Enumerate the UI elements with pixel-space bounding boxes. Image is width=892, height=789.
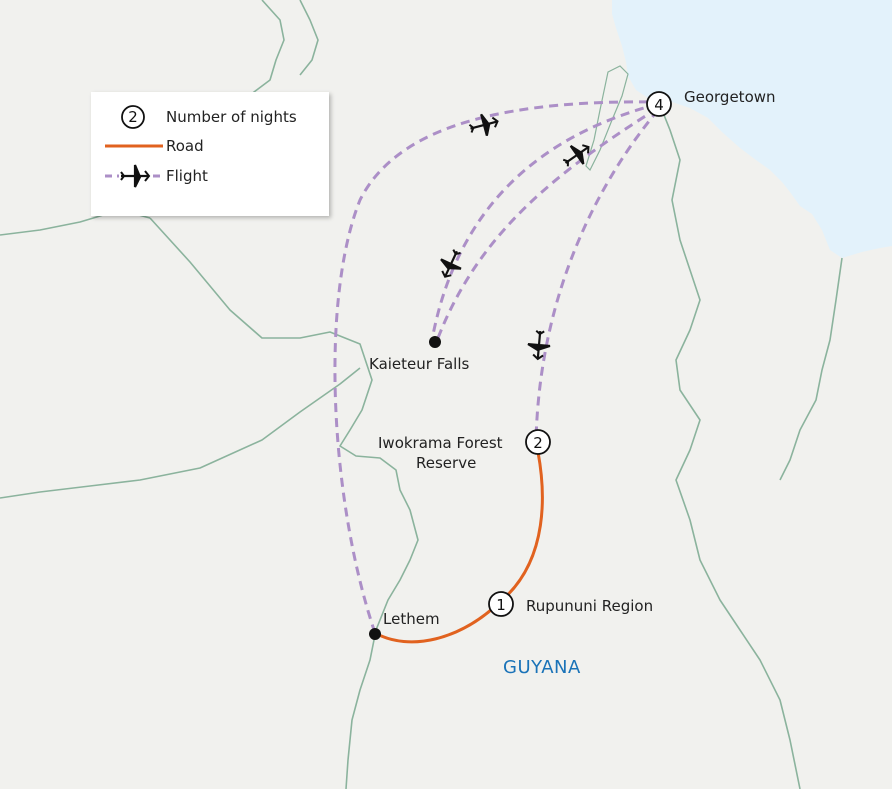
flight-lethem-georgetown [333, 100, 659, 634]
legend-nights-row: 2 Number of nights [91, 105, 329, 129]
flight-line-icon [105, 164, 163, 188]
airplane-icon [562, 144, 590, 167]
georgetown-label: Georgetown [684, 88, 776, 106]
georgetown-nights-marker: 4 [646, 91, 672, 117]
flight-georgetown-iwokrama [534, 109, 660, 441]
legend-road-row: Road [91, 134, 329, 158]
flight-routes [333, 100, 660, 634]
iwokrama-label-line2: Reserve [416, 454, 477, 472]
airplane-icon [119, 164, 151, 188]
atlantic-ocean [612, 0, 892, 258]
iwokrama-nights-marker: 2 [525, 429, 551, 455]
kaieteur-dot [429, 336, 441, 348]
airplane-icon [468, 113, 499, 136]
iwokrama-label-line1: Iwokrama Forest [378, 434, 503, 452]
flight-georgetown-kaieteur [430, 102, 659, 341]
svg-text:4: 4 [654, 96, 664, 114]
legend-flight-label: Flight [166, 167, 208, 185]
svg-text:2: 2 [533, 434, 543, 452]
rupununi-nights-marker: 1 [488, 591, 514, 617]
svg-text:1: 1 [496, 596, 506, 614]
kaieteur-label: Kaieteur Falls [369, 355, 470, 373]
rupununi-label: Rupununi Region [526, 597, 654, 615]
road-line-icon [105, 144, 163, 148]
borders [0, 0, 843, 789]
legend-nights-label: Number of nights [166, 108, 297, 126]
country-label: GUYANA [503, 657, 581, 678]
essequibo-islands [585, 65, 629, 172]
legend-flight-row: Flight [91, 164, 329, 188]
flight-kaieteur-georgetown [436, 106, 659, 339]
airplane-icon [527, 329, 551, 361]
airplane-icon [440, 249, 462, 278]
svg-text:2: 2 [128, 108, 138, 126]
legend-road-label: Road [166, 137, 204, 155]
map-legend: 2 Number of nights Road Flight [91, 92, 329, 216]
lethem-dot [369, 628, 381, 640]
lethem-label: Lethem [383, 610, 440, 628]
nights-marker-icon: 2 [121, 105, 145, 129]
